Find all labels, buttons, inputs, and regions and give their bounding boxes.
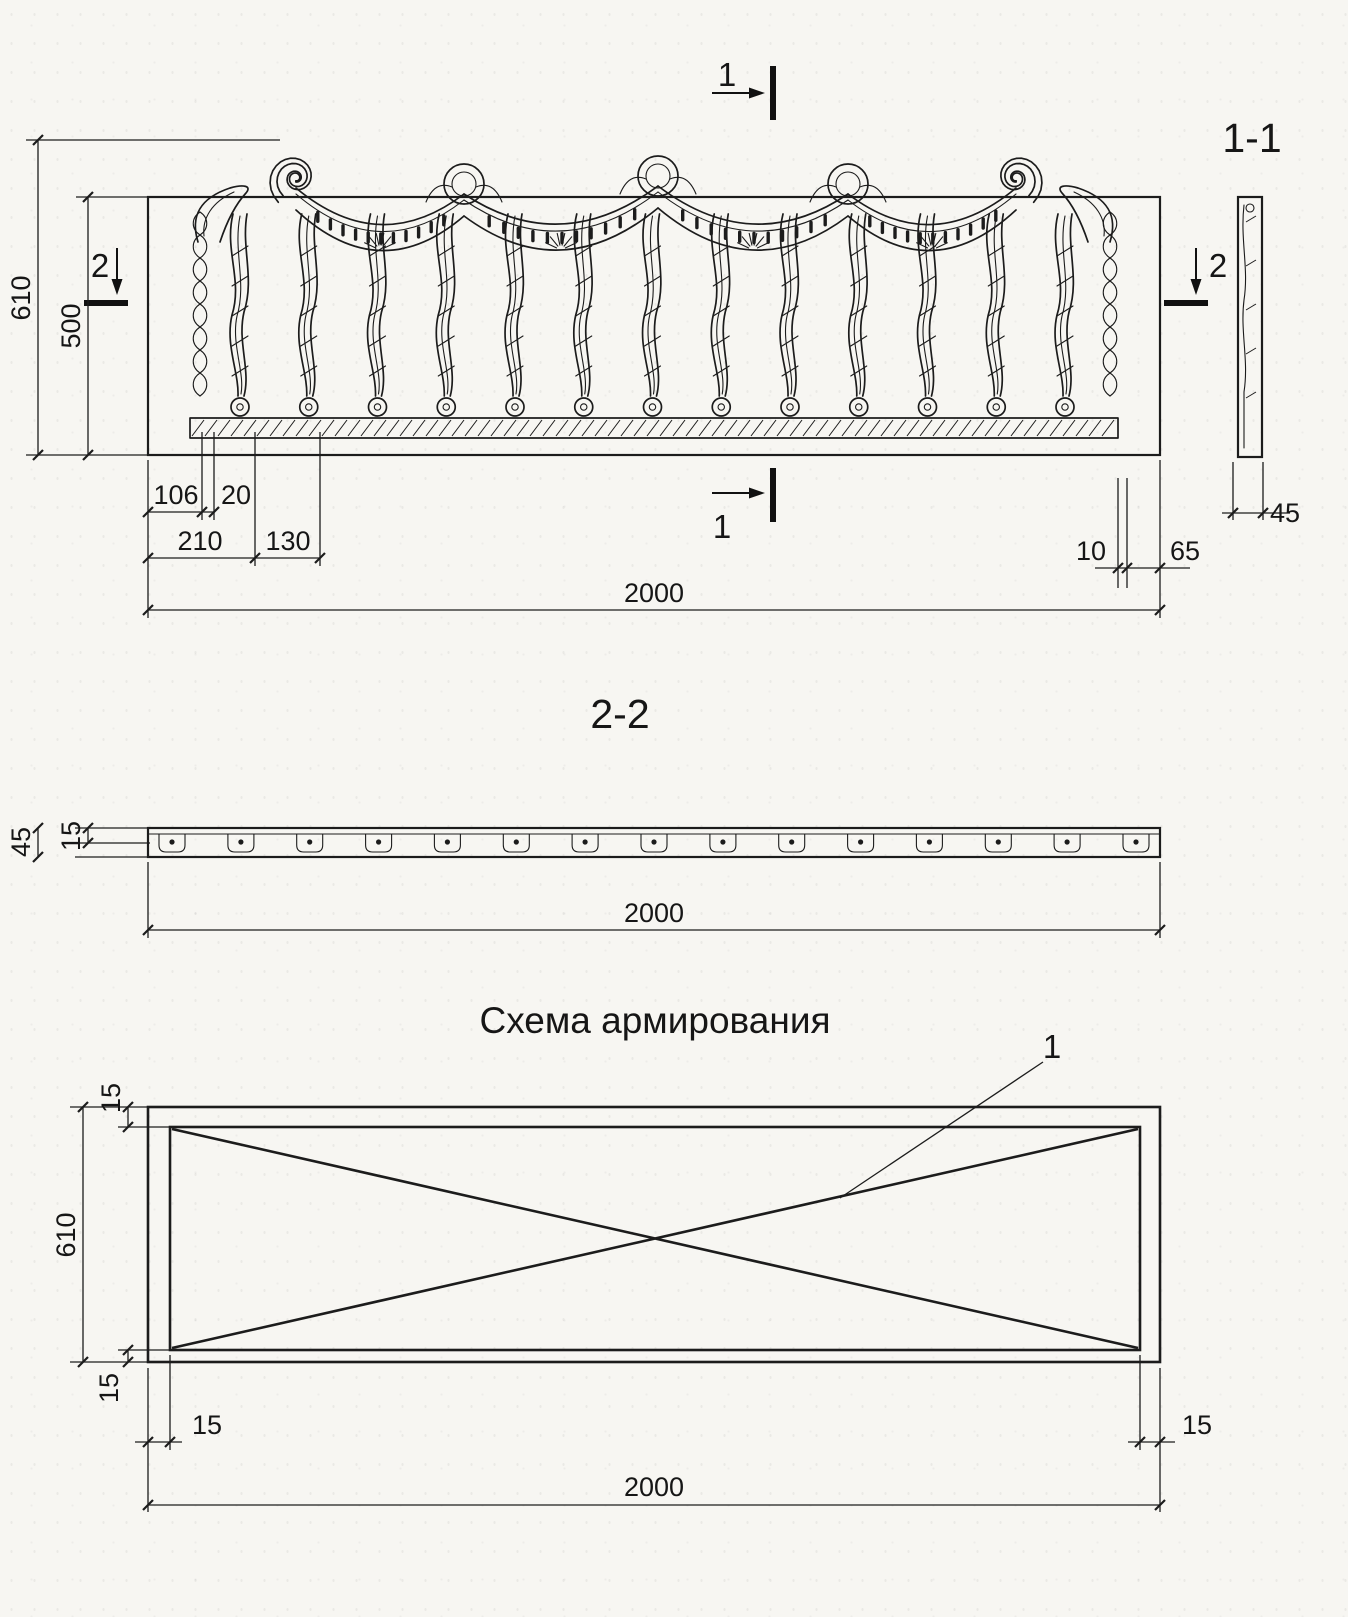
section-markers: 1 1 2 2 bbox=[84, 56, 1227, 545]
dim-label-2000-bar: 2000 bbox=[624, 898, 684, 928]
balusters bbox=[229, 213, 1075, 417]
section-label-1-top: 1 bbox=[718, 56, 736, 93]
dim-label-45-side: 45 bbox=[1270, 498, 1300, 528]
section22-view: 2-2 45 15 2000 bbox=[6, 691, 1166, 938]
section22-dimension-lines bbox=[37, 828, 1160, 931]
section22-tabs bbox=[158, 833, 1150, 853]
reinforcement-inner-frame bbox=[168, 1125, 1142, 1352]
dim-label-15-top: 15 bbox=[96, 1083, 126, 1113]
right-leaf-vein bbox=[1073, 191, 1105, 237]
section-marker-arrowheads bbox=[111, 87, 1202, 499]
dim-label-15-bottom: 15 bbox=[94, 1373, 124, 1403]
panel-frame bbox=[146, 195, 1162, 457]
section22-title: 2-2 bbox=[590, 691, 649, 737]
swags bbox=[295, 185, 1017, 252]
rail-hatch bbox=[191, 419, 1115, 437]
section-marker-bars bbox=[84, 66, 1208, 522]
side-view-profile bbox=[1242, 204, 1247, 449]
bottom-rail bbox=[189, 417, 1119, 439]
bar-mark-leader bbox=[839, 1061, 1044, 1199]
reinforcement-outer-frame bbox=[146, 1105, 1162, 1364]
left-leaf-vein bbox=[203, 191, 235, 237]
elevation-dimension-ticks bbox=[32, 134, 1269, 616]
dim-label-500: 500 bbox=[56, 303, 86, 348]
section-marker-arrows bbox=[116, 92, 1197, 494]
side-section-view: 1-1 bbox=[1222, 115, 1282, 459]
dim-label-610-reinf: 610 bbox=[51, 1212, 81, 1257]
section22-extension-lines bbox=[75, 827, 1161, 938]
elevation-dimensions: 610 500 106 20 210 130 10 65 2000 45 bbox=[6, 134, 1300, 618]
dim-label-10: 10 bbox=[1076, 536, 1106, 566]
dim-label-210: 210 bbox=[177, 526, 222, 556]
dim-label-15-bar: 15 bbox=[56, 821, 86, 851]
top-circles bbox=[425, 155, 887, 205]
side-view-ticks bbox=[1245, 215, 1257, 399]
edge-ropes bbox=[192, 211, 1118, 397]
reinforcement-diagonals bbox=[171, 1127, 1139, 1350]
elevation-dimension-lines bbox=[37, 140, 1290, 611]
bar-mark-label: 1 bbox=[1043, 1028, 1061, 1065]
dim-label-610: 610 bbox=[6, 275, 36, 320]
reinforcement-title: Схема армирования bbox=[479, 1000, 830, 1041]
dim-label-2000-top: 2000 bbox=[624, 578, 684, 608]
left-leaf bbox=[194, 185, 249, 243]
dim-label-15-right: 15 bbox=[1182, 1410, 1212, 1440]
dim-label-106: 106 bbox=[153, 480, 198, 510]
dim-label-2000-reinf: 2000 bbox=[624, 1472, 684, 1502]
reinforcement-extension-lines bbox=[70, 1106, 1161, 1512]
dim-label-65: 65 bbox=[1170, 536, 1200, 566]
dim-label-20: 20 bbox=[221, 480, 251, 510]
dim-label-15-left: 15 bbox=[192, 1410, 222, 1440]
side-view-scroll bbox=[1245, 203, 1255, 213]
corner-leaves bbox=[194, 185, 1114, 243]
reinforcement-dimension-lines bbox=[82, 1107, 1175, 1506]
end-scrolls bbox=[269, 157, 1043, 204]
dim-label-45-bar: 45 bbox=[6, 827, 36, 857]
section22-dimension-ticks bbox=[32, 822, 1166, 936]
right-leaf bbox=[1059, 185, 1114, 243]
section-label-2-right: 2 bbox=[1209, 247, 1227, 284]
dim-label-130: 130 bbox=[265, 526, 310, 556]
section-label-1-bottom: 1 bbox=[713, 508, 731, 545]
reinforcement-dimension-ticks bbox=[77, 1101, 1166, 1511]
elevation-view bbox=[146, 155, 1162, 457]
reinforcement-view: Схема армирования 1 15 610 15 15 15 2000 bbox=[51, 1000, 1212, 1512]
side-view-title: 1-1 bbox=[1222, 115, 1281, 161]
section-label-2-left: 2 bbox=[91, 247, 109, 284]
side-view-body bbox=[1236, 195, 1264, 459]
